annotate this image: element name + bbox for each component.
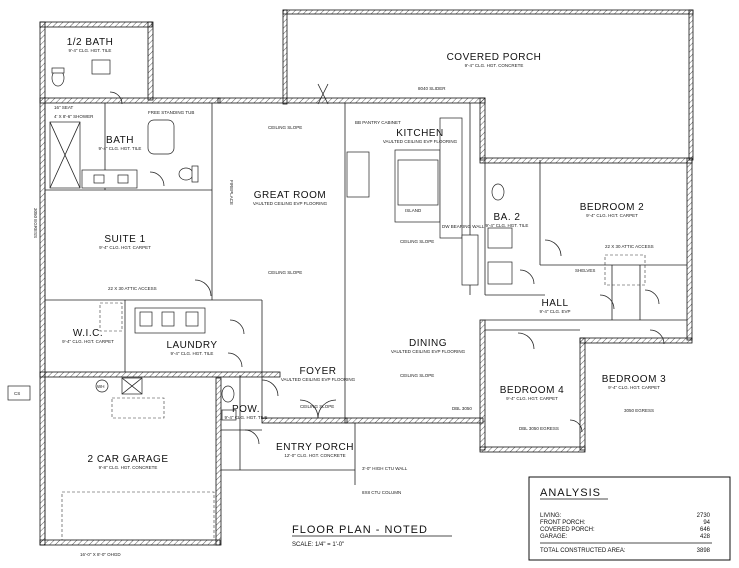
note-pow: 9'-4" CLG. HGT. TILE: [225, 415, 268, 420]
plan-notes: CEILING SLOPE CEILING SLOPE CEILING SLOP…: [14, 86, 654, 557]
exterior-walls: [39, 9, 694, 546]
analysis-row-label: GARAGE:: [540, 534, 568, 540]
note-bedroom3: 9'-4" CLG. HGT. CARPET: [608, 385, 660, 390]
note-pantry: BB PANTRY CABINET: [355, 120, 401, 125]
analysis-row-label: FRONT PORCH:: [540, 520, 586, 526]
note-wh: WH: [97, 384, 105, 389]
note-ceiling-slope-1: CEILING SLOPE: [268, 125, 302, 130]
note-bedroom2: 9'-4" CLG. HGT. CARPET: [586, 213, 638, 218]
label-garage: 2 CAR GARAGE: [87, 454, 168, 465]
label-covered-porch: COVERED PORCH: [447, 52, 542, 63]
note-garage: 9'-8" CLG. HGT. CONCRETE: [99, 465, 158, 470]
note-kitchen: VAULTED CEILING EVP FLOORING: [383, 139, 458, 144]
title-block: FLOOR PLAN - NOTED SCALE: 1/4" = 1'-0": [292, 524, 452, 548]
analysis-row-value: 94: [703, 520, 710, 526]
note-half-bath: 9'-4" CLG. HGT. TILE: [69, 48, 112, 53]
label-bedroom2: BEDROOM 2: [580, 202, 645, 213]
doors: [109, 83, 665, 445]
note-attic-1: 22 X 30 ATTIC ACCESS: [108, 286, 157, 291]
note-ceiling-slope-3: CEILING SLOPE: [400, 239, 434, 244]
note-egress-1: 3050 EGRESS: [33, 208, 38, 238]
label-ba2: BA. 2: [494, 212, 521, 223]
note-covered-porch: 9'-4" CLG. HGT. CONCRETE: [465, 63, 524, 68]
analysis-row-value: 2730: [697, 513, 711, 519]
note-slider: 8040 SLIDER: [418, 86, 446, 91]
note-wic: 9'-4" CLG. HGT. CARPET: [62, 339, 114, 344]
note-column: 8X8 CTU COLUMN: [362, 490, 401, 495]
note-egress-2: 3050 EGRESS: [624, 408, 654, 413]
note-entry-porch: 12'-0" CLG. HGT. CONCRETE: [284, 453, 345, 458]
note-freestanding-tub: FREE STANDING TUB: [148, 110, 194, 115]
label-hall: HALL: [541, 298, 568, 309]
analysis-row-value: 646: [700, 527, 711, 533]
label-foyer: FOYER: [300, 366, 337, 377]
label-dining: DINING: [409, 338, 447, 349]
label-wic: W.I.C.: [73, 328, 103, 339]
note-suite: 9'-4" CLG. HGT. CARPET: [99, 245, 151, 250]
note-foyer: VAULTED CEILING EVP FLOORING: [281, 377, 356, 382]
note-bearing-wall: DW BEARING WALL: [442, 224, 485, 229]
label-pow: POW.: [232, 404, 260, 415]
plan-scale: SCALE: 1/4" = 1'-0": [292, 542, 344, 548]
note-dbl-3050: DBL 3050: [452, 406, 472, 411]
note-egress-3: DBL 3050 EGRESS: [519, 426, 559, 431]
note-island: ISLAND: [405, 208, 422, 213]
note-laundry: 9'-4" CLG. HGT. TILE: [171, 351, 214, 356]
note-great-room: VAULTED CEILING EVP FLOORING: [253, 201, 328, 206]
analysis-total-label: TOTAL CONSTRUCTED AREA:: [540, 548, 626, 554]
label-half-bath: 1/2 BATH: [67, 37, 114, 48]
note-ceiling-slope-5: CEILING SLOPE: [300, 404, 334, 409]
note-ceiling-slope-2: CEILING SLOPE: [268, 270, 302, 275]
note-attic-2: 22 X 30 ATTIC ACCESS: [605, 244, 654, 249]
note-ba2: 9'-4" CLG. HGT. TILE: [486, 223, 529, 228]
label-bedroom3: BEDROOM 3: [602, 374, 667, 385]
note-fireplace: FIREPLACE: [229, 180, 234, 205]
label-laundry: LAUNDRY: [166, 340, 217, 351]
analysis-row-value: 428: [700, 534, 711, 540]
label-kitchen: KITCHEN: [396, 128, 443, 139]
analysis-total-value: 3898: [697, 548, 711, 554]
analysis-box: ANALYSIS LIVING: 2730 FRONT PORCH: 94 CO…: [528, 476, 731, 561]
note-shelves: SHELVES: [575, 268, 595, 273]
room-labels: 1/2 BATH 9'-4" CLG. HGT. TILE BATH 9'-4"…: [62, 37, 666, 470]
analysis-row-label: COVERED PORCH:: [540, 527, 595, 533]
label-entry-porch: ENTRY PORCH: [276, 442, 354, 453]
label-bedroom4: BEDROOM 4: [500, 385, 565, 396]
note-shower: 4' X 8'-6" SHOWER: [54, 114, 94, 119]
note-ceiling-slope-4: CEILING SLOPE: [400, 373, 434, 378]
note-seat: 16" SEAT: [54, 105, 74, 110]
fixtures: [7, 59, 646, 541]
note-garage-door: 16'-0" X 8'-0" OHGD: [80, 552, 121, 557]
analysis-row-label: LIVING:: [540, 513, 562, 519]
interior-walls: [44, 103, 687, 540]
plan-title: FLOOR PLAN - NOTED: [292, 524, 428, 536]
label-suite: SUITE 1: [104, 234, 145, 245]
note-dining: VAULTED CEILING EVP FLOORING: [391, 349, 466, 354]
note-hall: 9'-4" CLG. EVP: [540, 309, 571, 314]
note-bedroom4: 9'-4" CLG. HGT. CARPET: [506, 396, 558, 401]
note-cs: CS: [14, 391, 20, 396]
analysis-title: ANALYSIS: [540, 487, 601, 499]
note-bath: 9'-4" CLG. HGT. TILE: [99, 146, 142, 151]
label-great-room: GREAT ROOM: [254, 190, 326, 201]
label-bath: BATH: [106, 135, 134, 146]
note-wall-height: 3'-0" HIGH CTU WALL: [362, 466, 408, 471]
